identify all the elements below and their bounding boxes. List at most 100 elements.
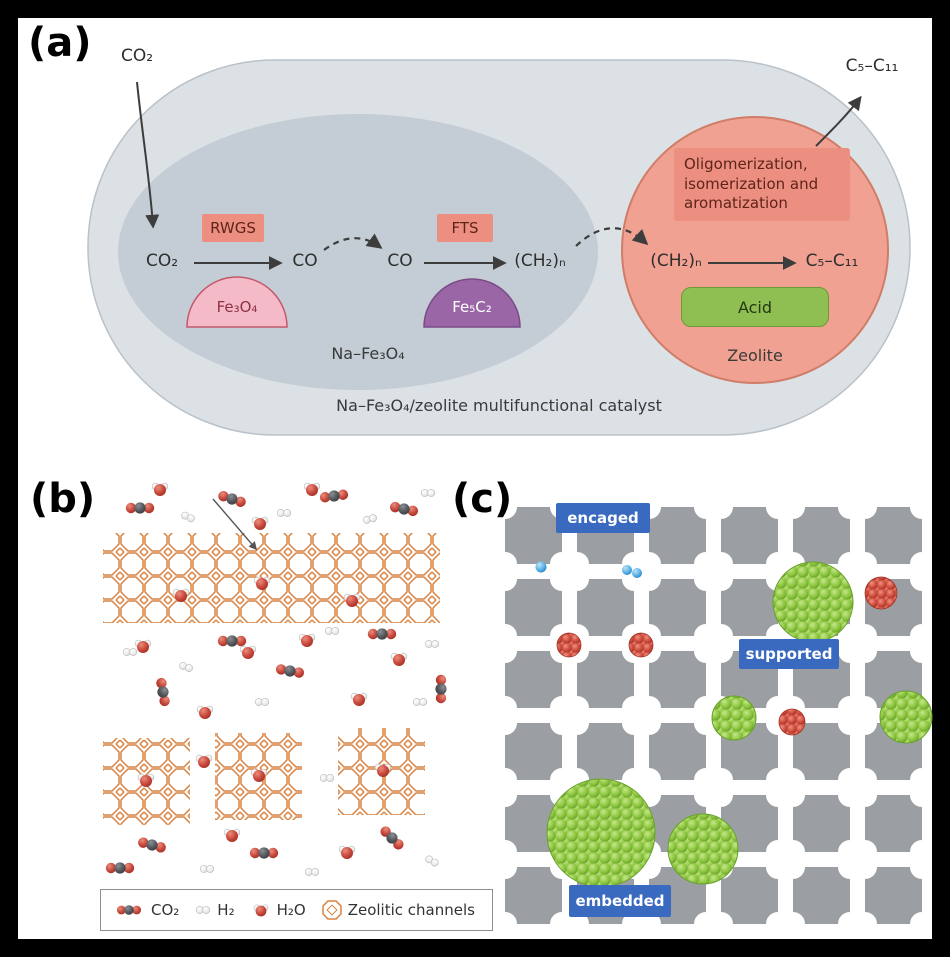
legend-item-h2: H₂ [195,901,235,919]
legend-item-channels: Zeolitic channels [321,900,475,920]
dashed-transfer-arrow-2 [575,227,649,247]
panel-c-label: (c) [452,476,513,522]
red-cluster [628,632,654,658]
h2-molecule [362,513,378,525]
green-nanoparticle [711,695,757,741]
framework-block [505,867,562,924]
zeolite-channel-slab [103,533,440,623]
framework-block [793,507,850,564]
oligomerization-box: Oligomerization, isomerization and aroma… [674,148,850,221]
legend-item-h2o: H₂O [251,901,306,919]
legend-item-co2: CO₂ [113,901,179,919]
h2o-molecule [151,482,169,497]
h2o-molecule [350,692,368,707]
fts-box: FTS [437,214,493,242]
legend-channels-label: Zeolitic channels [347,901,475,919]
framework-block [649,579,706,636]
framework-block [577,579,634,636]
fe5c2-label: Fe₅C₂ [452,298,492,316]
h2-molecule [178,660,194,674]
co2-molecule [216,489,248,509]
co2-molecule [388,500,420,518]
co2-molecule [275,663,305,679]
co2-molecule [435,674,447,704]
h2-molecule [412,698,428,706]
red-cluster [864,576,898,610]
product-out-arrow [815,95,862,147]
acid-box: Acid [681,287,829,327]
h2o-molecule [303,482,321,497]
encaged-label: encaged [556,503,650,533]
framework-block [505,723,562,780]
h2-molecule [319,774,335,782]
framework-block [793,867,850,924]
embedded-label: embedded [569,885,671,917]
co2-molecule [249,847,279,859]
co2-molecule [319,488,349,504]
panel-c-graphics [505,507,933,924]
na-fe3o4-label: Na–Fe₃O₄ [331,344,405,363]
product-label: C₅–C₁₁ [805,251,859,271]
red-cluster [778,708,806,736]
rwgs-box: RWGS [202,214,264,242]
h2o-molecule [338,845,356,860]
adsorption-arrow [212,498,258,551]
framework-block [505,507,562,564]
fe5c2-dome [423,278,521,328]
blue-atom [535,561,547,573]
co2-molecule [136,835,168,855]
ch2n-label-left: (CH₂)ₙ [514,251,566,271]
green-nanoparticle [667,813,739,885]
co-label-left: CO [292,251,318,271]
panel-b-graphics [103,482,447,876]
h2o-molecule [390,652,408,667]
capsule-caption: Na–Fe₃O₄/zeolite multifunctional catalys… [336,396,662,415]
h2-molecule [424,854,440,868]
panel-a-graphics [87,59,911,436]
feed-arrow [136,81,160,229]
co2-molecule [105,862,135,874]
h2o-molecule [134,639,152,654]
framework-block [865,795,922,852]
fe3o4-label: Fe₃O₄ [216,298,258,316]
h2-molecule [304,868,320,876]
ch2n-label-right: (CH₂)ₙ [650,251,702,271]
h2-molecule [276,509,292,517]
h2o-molecule [196,705,214,720]
h2-molecule [424,640,440,648]
framework-block [577,723,634,780]
h2-molecule [180,510,196,524]
framework-block [649,507,706,564]
co2-molecule [217,635,247,647]
framework-block [865,867,922,924]
framework-block [721,867,778,924]
green-nanoparticle [879,690,933,744]
green-nanoparticle [772,561,854,643]
blue-atom [622,565,632,575]
framework-block [721,579,778,636]
h2-molecule [324,627,340,635]
framework-block [505,651,562,708]
h2-molecule [199,865,215,873]
legend: CO₂ H₂ H₂O Zeolitic channels [100,889,493,931]
red-cluster [556,632,582,658]
h2o-molecule [251,516,269,531]
co2-molecule [367,628,397,640]
co2-molecule [377,823,407,853]
h2o-molecule [195,754,213,769]
co2-feed-label: CO₂ [120,46,154,66]
framework-block [649,723,706,780]
fe3o4-dome [186,276,288,328]
h2o-molecule-icon [253,903,269,917]
supported-label: supported [739,639,839,669]
zeolite-label: Zeolite [727,346,783,365]
product-out-label: C₅–C₁₁ [845,56,899,76]
framework-block [577,651,634,708]
h2-molecule [254,698,270,706]
co-label-right: CO [387,251,413,271]
h2-molecule-icon [196,906,211,914]
co2-reactant-label: CO₂ [145,251,179,271]
h2-molecule [420,489,436,497]
blue-atom [632,568,642,578]
